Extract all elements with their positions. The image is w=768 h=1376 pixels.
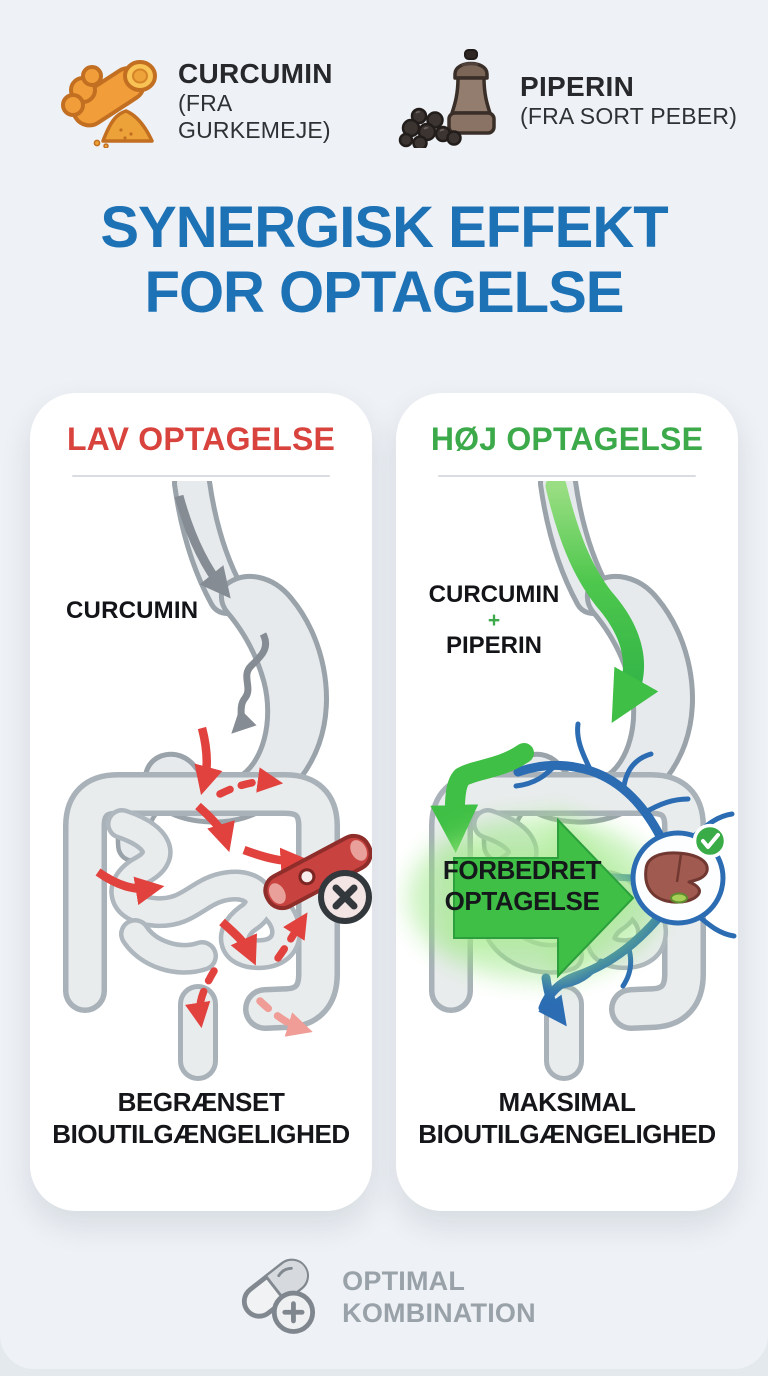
divider <box>438 475 696 477</box>
low-card-caption: BEGRÆNSET BIOUTILGÆNGELIGHED <box>52 1087 350 1149</box>
footer-line2: KOMBINATION <box>342 1297 536 1328</box>
low-digestive-illustration: CURCUMIN <box>30 481 372 1081</box>
high-card-caption: MAKSIMAL BIOUTILGÆNGELIGHED <box>418 1087 716 1149</box>
check-circle-icon <box>692 823 728 859</box>
improved-absorption-arrow <box>408 811 664 985</box>
high-card-heading: HØJ OPTAGELSE <box>430 421 704 457</box>
high-substance-label: CURCUMIN + PIPERIN <box>414 581 574 659</box>
piperin-title: PIPERIN <box>520 71 635 103</box>
page-title-line1: SYNERGISK EFFEKT <box>100 195 668 260</box>
blocked-vessel <box>263 833 372 924</box>
piperin-subtitle: (FRA SORT PEBER) <box>520 103 738 130</box>
low-substance-label: CURCUMIN <box>66 597 199 624</box>
improved-absorption-label: FORBEDRET OPTAGELSE <box>442 855 602 916</box>
curcumin-subtitle: (FRA GURKEMEJE) <box>178 90 331 143</box>
ingredient-piperin: PIPERIN (FRA SORT PEBER) <box>398 48 738 153</box>
footer: OPTIMAL KOMBINATION <box>0 1252 768 1343</box>
high-digestive-illustration: CURCUMIN + PIPERIN FORBEDRET OPTAGELSE <box>396 481 738 1081</box>
liver-badge <box>630 823 728 926</box>
footer-line1: OPTIMAL <box>342 1265 466 1296</box>
ingredient-curcumin: CURCUMIN (FRA GURKEMEJE) <box>52 48 382 153</box>
low-card-heading: LAV OPTAGELSE <box>66 421 336 457</box>
page-title-line2: FOR OPTAGELSE <box>144 259 625 325</box>
divider <box>72 475 330 477</box>
card-high-absorption: HØJ OPTAGELSE <box>396 393 738 1211</box>
green-flow-arrows <box>430 481 659 853</box>
liver-icon <box>644 851 709 904</box>
curcumin-title: CURCUMIN <box>178 57 333 89</box>
pepper-mill-icon <box>398 48 506 153</box>
capsule-plus-icon <box>232 1252 328 1343</box>
red-flow-arrows <box>95 726 313 1037</box>
card-low-absorption: LAV OPTAGELSE <box>30 393 372 1211</box>
gray-flow-arrows <box>174 494 270 734</box>
turmeric-root-icon <box>52 48 164 153</box>
plus-sign: + <box>487 608 501 632</box>
blocked-x-circle-icon <box>318 870 372 924</box>
digestive-tract-drawing <box>63 481 340 1081</box>
page-title: SYNERGISK EFFEKT FOR OPTAGELSE <box>0 195 768 326</box>
